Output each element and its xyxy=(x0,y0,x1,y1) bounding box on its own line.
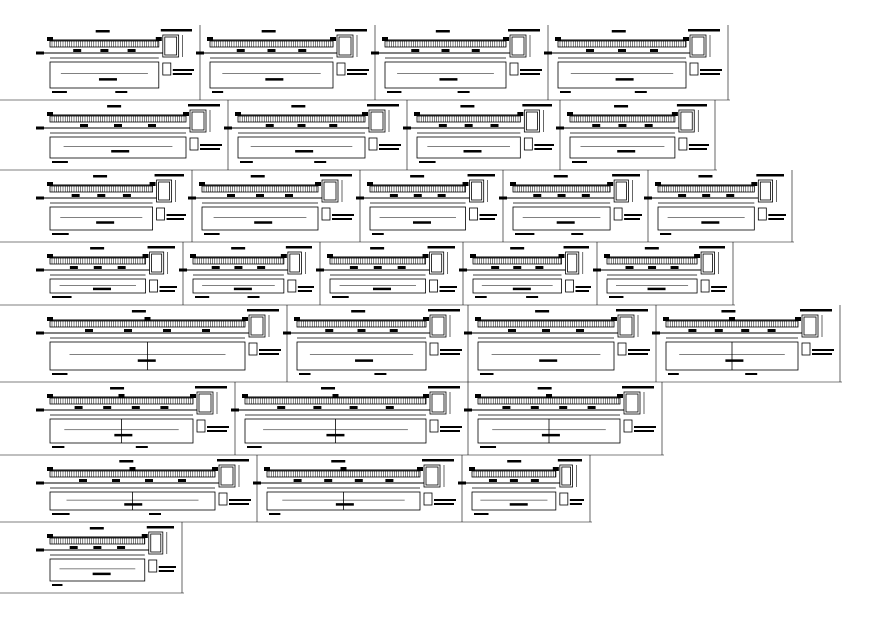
beam-detail xyxy=(593,242,734,305)
beam-detail xyxy=(316,242,464,305)
beam-detail xyxy=(36,522,183,593)
beam-detail xyxy=(231,382,469,455)
beam-detail xyxy=(36,382,236,455)
beam-detail xyxy=(644,170,793,242)
beam-detail xyxy=(36,25,201,100)
beam-detail xyxy=(458,455,591,522)
beam-detail xyxy=(459,242,598,305)
beam-detail xyxy=(36,170,193,242)
drawing-row xyxy=(0,100,717,171)
beam-detail xyxy=(371,25,549,100)
beam-detail xyxy=(652,305,841,382)
beam-detail xyxy=(36,455,258,522)
beam-detail xyxy=(196,25,376,100)
drawing-row xyxy=(0,522,184,594)
drawing-row xyxy=(0,170,794,243)
beam-detail xyxy=(36,100,229,170)
drawing-row xyxy=(0,25,730,101)
drawing-row xyxy=(0,382,664,456)
beam-detail xyxy=(356,170,504,242)
beam-detail xyxy=(36,242,184,305)
beam-detail xyxy=(36,305,288,382)
beam-detail xyxy=(464,305,657,382)
beam-detail xyxy=(544,25,729,100)
beam-detail xyxy=(499,170,649,242)
beam-detail xyxy=(556,100,716,170)
beam-detail xyxy=(283,305,469,382)
drawing-row xyxy=(0,242,735,306)
beam-detail xyxy=(403,100,561,170)
drawing-row xyxy=(0,455,592,523)
beam-detail xyxy=(464,382,663,455)
drawing-row xyxy=(0,305,842,383)
beam-detail xyxy=(224,100,408,170)
beam-detail xyxy=(188,170,361,242)
beam-detail xyxy=(179,242,321,305)
beam-detail xyxy=(253,455,463,522)
